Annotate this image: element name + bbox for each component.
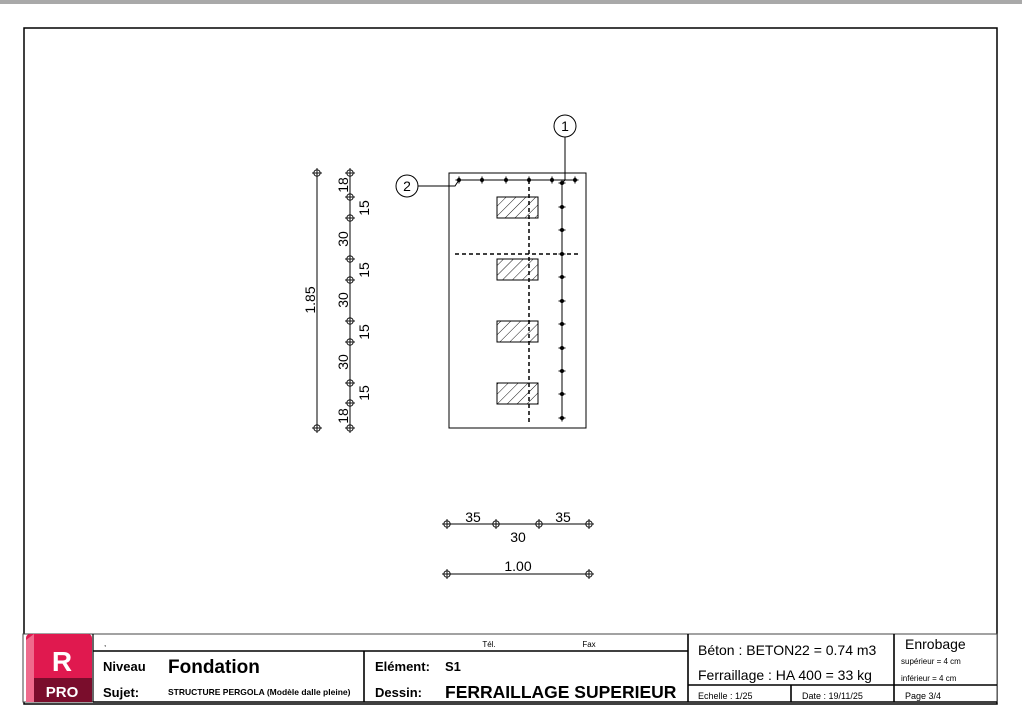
beton-quantity: Béton : BETON22 = 0.74 m3 [698, 642, 877, 658]
overall-height-label: 1.85 [302, 286, 318, 313]
tel-label: Tél. [482, 640, 495, 649]
enrobage-inferieur: inférieur = 4 cm [901, 674, 957, 683]
dim-label: 15 [356, 200, 372, 216]
date-text: Date : 19/11/25 [802, 691, 863, 701]
beam-section [496, 320, 539, 343]
revit-pro-logo: R PRO [26, 634, 92, 702]
dim-label: 15 [356, 385, 372, 401]
beam-section [496, 196, 539, 219]
dessin-value: FERRAILLAGE SUPERIEUR [445, 682, 677, 702]
logo-badge: PRO [46, 684, 79, 701]
dim-label: 15 [356, 324, 372, 340]
dim-label: 35 [555, 509, 571, 525]
slab-outline [448, 172, 587, 429]
beam-section [496, 258, 539, 281]
niveau-label: Niveau [103, 659, 146, 674]
page-number: Page 3/4 [905, 691, 941, 701]
dim-label: 35 [465, 509, 481, 525]
beam-section [496, 382, 539, 405]
sujet-label: Sujet: [103, 685, 139, 700]
dim-label: 15 [356, 262, 372, 278]
logo-letter: R [52, 646, 72, 677]
element-value: S1 [445, 659, 461, 674]
ferraillage-quantity: Ferraillage : HA 400 = 33 kg [698, 667, 872, 683]
dim-label: 30 [510, 529, 526, 545]
rebar-top-row [455, 176, 579, 184]
vertical-dimensions: 1.85 18 15 30 15 30 15 30 15 18 [302, 167, 372, 434]
title-block: R PRO , Tél. Fax Niveau Fondation Sujet:… [22, 633, 998, 703]
dim-label: 30 [335, 354, 351, 370]
dessin-label: Dessin: [375, 685, 422, 700]
dim-label: 18 [335, 408, 351, 424]
slab-section: 1 2 [395, 114, 587, 429]
sheet-border [23, 27, 998, 705]
dim-label: 30 [335, 292, 351, 308]
sujet-value: STRUCTURE PERGOLA (Modèle dalle pleine) [168, 687, 351, 697]
enrobage-superieur: supérieur = 4 cm [901, 657, 961, 666]
dim-label: 30 [335, 231, 351, 247]
niveau-value: Fondation [168, 657, 260, 678]
callout-1: 1 [553, 114, 577, 184]
address-text: , [104, 639, 106, 648]
beam-sections [496, 196, 539, 405]
callout-label: 1 [561, 118, 569, 134]
horizontal-dimensions: 35 30 35 1.00 [441, 509, 595, 580]
scale-text: Echelle : 1/25 [698, 691, 753, 701]
element-label: Elément: [375, 659, 430, 674]
callout-2: 2 [395, 174, 460, 198]
fax-label: Fax [582, 640, 595, 649]
rebar-vertical-row [558, 179, 566, 422]
dim-label: 18 [335, 177, 351, 193]
viewer-top-bar [0, 0, 1022, 4]
enrobage-title: Enrobage [905, 636, 966, 652]
overall-width-label: 1.00 [504, 558, 531, 574]
callout-label: 2 [403, 178, 411, 194]
